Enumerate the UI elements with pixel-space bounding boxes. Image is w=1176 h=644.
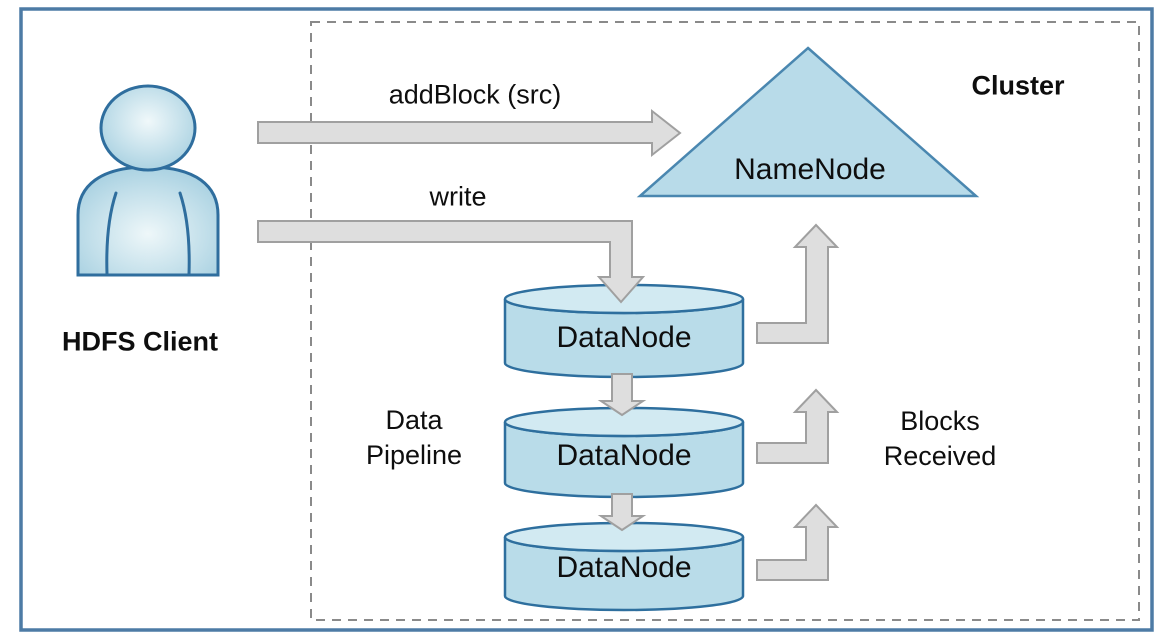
data-pipeline-line2: Pipeline — [365, 440, 463, 470]
write-call-label: write — [429, 181, 487, 212]
blocks-received-line1: Blocks — [900, 406, 980, 436]
hdfs-client-icon — [76, 84, 220, 277]
pipeline-arrow-2-3 — [597, 493, 647, 532]
outer-frame — [19, 7, 1154, 632]
person-body — [76, 165, 220, 277]
data-pipeline-line1: Data — [385, 405, 443, 435]
blocks-received-arrow-1 — [756, 223, 840, 344]
addblock-arrow — [257, 108, 682, 158]
write-arrow — [257, 220, 646, 304]
data-pipeline-label: Data Pipeline — [366, 403, 462, 473]
person-right-arm-line — [178, 191, 191, 276]
blocks-received-arrow-2 — [756, 388, 840, 464]
blocks-received-line2: Received — [883, 441, 997, 471]
namenode-triangle — [636, 46, 980, 198]
blocks-received-label: Blocks Received — [884, 404, 997, 474]
person-left-arm-line — [105, 191, 118, 276]
datanode-label-3: DataNode — [556, 550, 692, 584]
cluster-boundary — [310, 21, 1140, 621]
addblock-call-label: addBlock (src) — [388, 79, 562, 110]
datanode-label-1: DataNode — [556, 320, 692, 354]
cluster-label: Cluster — [971, 70, 1065, 101]
hdfs-client-label: HDFS Client — [61, 326, 219, 357]
blocks-received-arrow-3 — [756, 503, 840, 581]
datanode-cylinder-3 — [503, 521, 745, 612]
pipeline-arrow-1-2 — [597, 373, 647, 417]
person-head — [99, 84, 197, 172]
datanode-label-2: DataNode — [556, 438, 692, 472]
namenode-label: NameNode — [734, 152, 886, 186]
